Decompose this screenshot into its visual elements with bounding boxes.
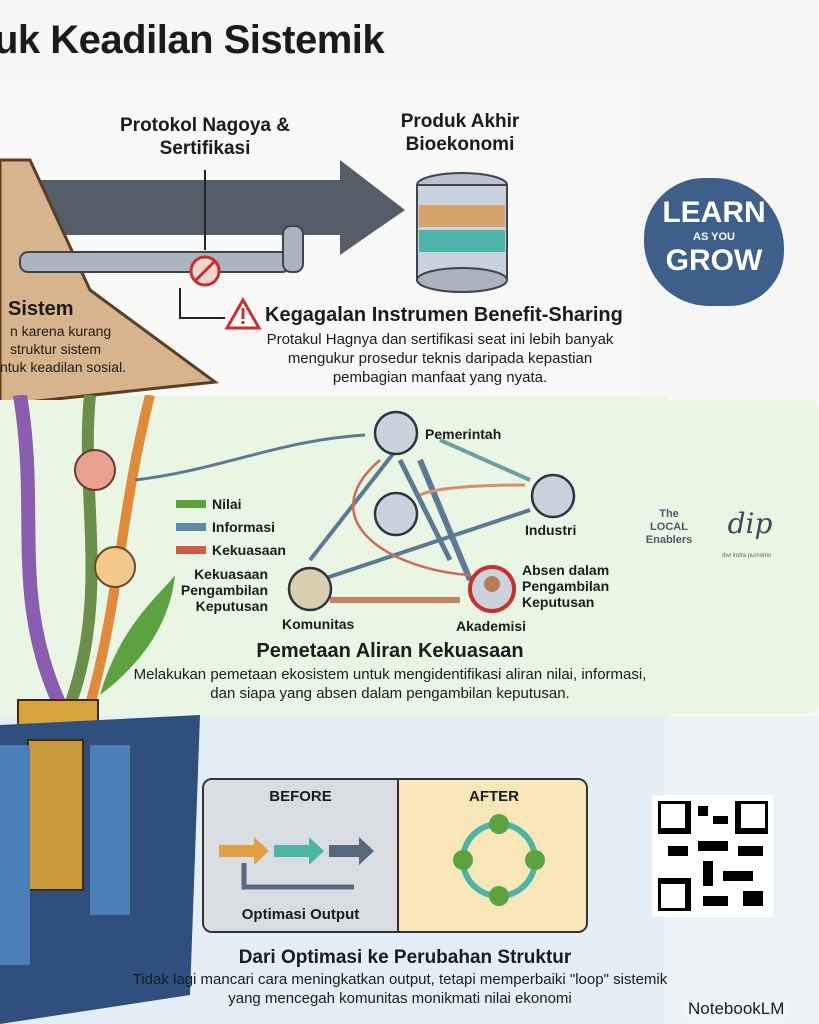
logo-text: GROW: [665, 244, 763, 277]
pipe: [19, 251, 291, 273]
logo-text: AS YOU: [693, 231, 735, 243]
big-arrow: [30, 160, 405, 255]
before-label: BEFORE: [269, 788, 332, 805]
dip-logo: dip: [727, 507, 773, 540]
komunitas-note: Kekuasaan Pengambilan Keputusan: [180, 566, 268, 614]
red-arrow-icon: [176, 545, 206, 554]
pipeline-illustration: [0, 158, 508, 400]
sistem-text: n karena kurang struktur sistem ntuk kea…: [0, 322, 126, 376]
sistem-line: struktur sistem: [10, 341, 102, 357]
before-panel: BEFORE Optimasi Output: [204, 780, 397, 931]
page-title: uk Keadilan Sistemik: [0, 18, 385, 62]
produk-label: Produk Akhir Bioekonomi: [400, 111, 520, 155]
akademisi-note: Absen dalam Pengambilan Keputusan: [522, 562, 610, 610]
legend-item-kekuasaan: Kekuasaan: [176, 538, 286, 561]
roots-illustration: [0, 395, 200, 1024]
legend-label: Informasi: [212, 518, 276, 535]
green-arrow-icon: [176, 499, 206, 508]
logo-text: LEARN: [662, 196, 766, 229]
notebooklm-watermark: NotebookLM: [684, 998, 789, 1020]
dip-subtitle: dwi indra purnomo: [722, 553, 772, 559]
learn-as-you-grow-logo: LEARN AS YOU GROW: [644, 178, 784, 306]
komunitas-label: Komunitas: [282, 616, 355, 632]
change-heading: Dari Optimasi ke Perubahan Struktur: [238, 947, 572, 968]
before-after-panel: BEFORE Optimasi Output AFTER: [202, 778, 588, 933]
local-enablers-logo: The LOCAL Enablers: [645, 508, 693, 546]
sistem-line: ntuk keadilan sosial.: [0, 359, 127, 375]
legend-label: Kekuasaan: [212, 541, 286, 558]
industri-label: Industri: [525, 522, 577, 538]
after-label: AFTER: [469, 788, 519, 805]
sistem-line: n karena kurang: [10, 323, 112, 339]
qr-code-icon: [655, 798, 771, 914]
legend-item-informasi: Informasi: [176, 515, 286, 538]
mapping-text: Melakukan pemetaan ekosistem untuk mengi…: [133, 666, 647, 702]
blue-arrow-icon: [176, 522, 206, 531]
qr-code[interactable]: [652, 795, 774, 917]
leaf-icon: [100, 575, 175, 695]
pemerintah-label: Pemerintah: [425, 426, 502, 442]
failure-heading: Kegagalan Instrumen Benefit-Sharing: [265, 304, 623, 326]
mapping-heading: Pemetaan Aliran Kekuasaan: [256, 640, 524, 662]
after-panel: AFTER: [397, 780, 586, 931]
legend: Nilai Informasi Kekuasaan: [176, 492, 286, 561]
flow-arrows: [134, 433, 531, 603]
change-text: Tidak lagi mancari cara meningkatkan out…: [132, 971, 668, 1007]
building-node-icon: [74, 449, 116, 491]
sistem-heading: Sistem: [8, 298, 74, 320]
akademisi-label: Akademisi: [456, 618, 527, 634]
failure-text: Protakul Hagnya dan sertifikasi seat ini…: [266, 331, 614, 386]
before-caption: Optimasi Output: [241, 906, 360, 923]
protokol-label: Protokol Nagoya & Sertifikasi: [120, 115, 290, 159]
legend-label: Nilai: [212, 495, 242, 512]
loop-cycle-icon: [453, 814, 545, 906]
linear-arrows-icon: [219, 837, 374, 890]
hand-node-icon: [94, 546, 136, 588]
pipe-elbow: [282, 225, 304, 273]
legend-item-nilai: Nilai: [176, 492, 286, 515]
side-panel-logos: [664, 400, 819, 714]
cracked-slab: [0, 158, 219, 400]
